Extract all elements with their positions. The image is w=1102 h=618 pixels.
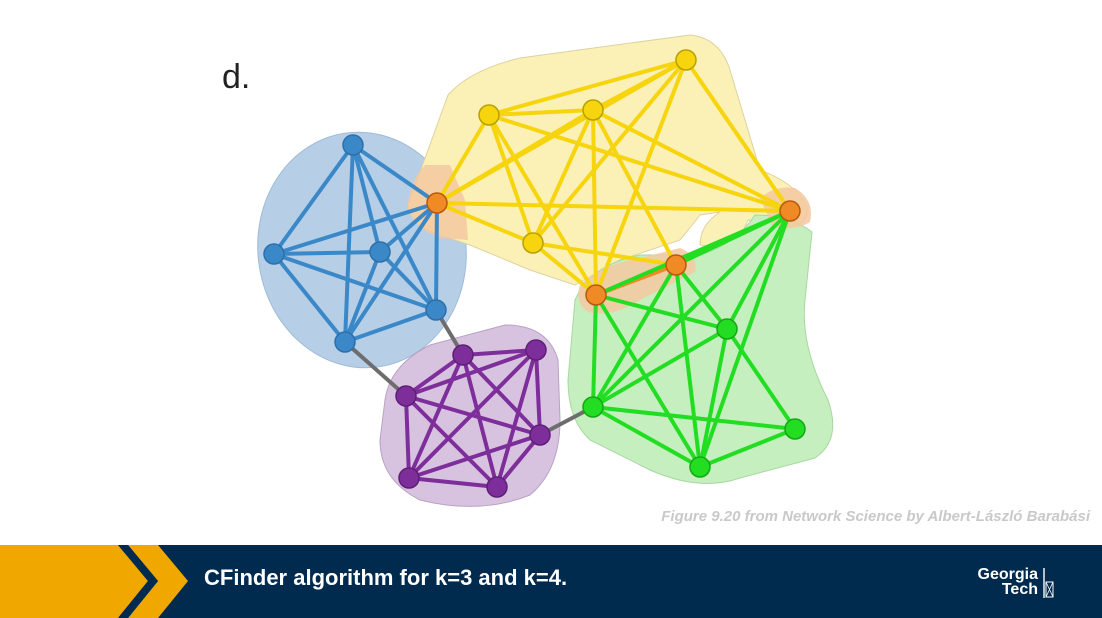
yellow-edge bbox=[531, 241, 678, 267]
purple-edge bbox=[404, 353, 465, 398]
blue-edge bbox=[343, 143, 355, 344]
blue-edge bbox=[272, 143, 355, 256]
purple-edge bbox=[407, 476, 499, 489]
logo-line-1: Georgia bbox=[977, 566, 1038, 583]
purple-node bbox=[398, 467, 420, 489]
green-edge bbox=[674, 263, 702, 469]
blue-node bbox=[369, 241, 391, 263]
blue-edge bbox=[351, 143, 382, 254]
yellow-node bbox=[522, 232, 544, 254]
green-edge bbox=[698, 209, 792, 469]
yellow-edge bbox=[487, 108, 595, 117]
green-node bbox=[716, 318, 738, 340]
blue-edge bbox=[351, 143, 439, 205]
slide-title: CFinder algorithm for k=3 and k=4. bbox=[204, 565, 568, 590]
green-edge bbox=[698, 327, 729, 469]
yellow-node bbox=[478, 104, 500, 126]
green-edge bbox=[591, 327, 729, 409]
green-node bbox=[689, 456, 711, 478]
green-edge bbox=[591, 263, 678, 409]
orange-node bbox=[585, 284, 607, 306]
blue-edge bbox=[351, 143, 438, 312]
green-edge bbox=[594, 293, 729, 331]
figure-credit: Figure 9.20 from Network Science by Albe… bbox=[661, 508, 1090, 525]
green-edge bbox=[594, 293, 702, 469]
blue-edge bbox=[272, 252, 438, 312]
logo-line-2: Tech bbox=[1001, 581, 1038, 598]
network-diagram bbox=[257, 34, 834, 507]
purple-edge bbox=[404, 394, 542, 437]
purple-edge bbox=[407, 353, 465, 480]
purple-edge bbox=[404, 394, 499, 489]
yellow-edge bbox=[435, 113, 491, 205]
yellow-edge bbox=[531, 58, 688, 245]
figure-area: d. Figure 9.20 from Network Science by A… bbox=[222, 34, 1090, 525]
blue-edge bbox=[378, 201, 439, 254]
orange-node bbox=[426, 192, 448, 214]
yellow-edge bbox=[435, 201, 535, 245]
blue-edge bbox=[272, 252, 347, 344]
bridge-edge bbox=[343, 340, 408, 398]
purple-node bbox=[395, 385, 417, 407]
purple-edge bbox=[461, 353, 499, 489]
green-edge bbox=[591, 405, 702, 469]
purple-edge bbox=[534, 348, 542, 437]
purple-edge bbox=[407, 433, 542, 480]
blue-edge bbox=[343, 250, 382, 344]
yellow-edge bbox=[591, 108, 678, 267]
purple-edge bbox=[404, 394, 411, 480]
chevron-icon bbox=[0, 545, 188, 618]
purple-edge bbox=[404, 348, 538, 398]
purple-edge bbox=[495, 433, 542, 489]
blue-edge bbox=[272, 250, 382, 256]
green-edge bbox=[725, 327, 797, 431]
georgia-tech-logo: Georgia Tech bbox=[962, 565, 1062, 601]
community-yellow-hull bbox=[407, 34, 809, 286]
green-edge bbox=[725, 209, 792, 331]
yellow-node bbox=[675, 49, 697, 71]
green-edge bbox=[591, 209, 792, 409]
tower-icon bbox=[1043, 568, 1054, 598]
yellow-edge bbox=[531, 108, 595, 245]
yellow-edge bbox=[435, 201, 792, 213]
green-node bbox=[784, 418, 806, 440]
yellow-edge bbox=[684, 58, 792, 213]
purple-edge bbox=[461, 353, 542, 437]
blue-edge bbox=[434, 201, 439, 312]
yellow-edge bbox=[591, 58, 688, 112]
orange-node bbox=[665, 254, 687, 276]
yellow-edge bbox=[487, 113, 535, 245]
blue-node bbox=[263, 243, 285, 265]
yellow-edge bbox=[487, 113, 598, 297]
yellow-node bbox=[582, 99, 604, 121]
blue-node bbox=[425, 299, 447, 321]
yellow-edge bbox=[487, 58, 688, 117]
green-node bbox=[582, 396, 604, 418]
green-edge bbox=[591, 293, 598, 409]
yellow-edge bbox=[591, 108, 598, 297]
purple-edge bbox=[461, 348, 538, 357]
blue-edge bbox=[343, 308, 438, 344]
blue-edge bbox=[272, 201, 439, 256]
purple-node bbox=[486, 476, 508, 498]
footer-bar: CFinder algorithm for k=3 and k=4. Georg… bbox=[0, 545, 1102, 618]
green-edge bbox=[594, 209, 792, 297]
panel-label: d. bbox=[222, 58, 251, 96]
purple-edge bbox=[495, 348, 538, 489]
orange-node bbox=[779, 200, 801, 222]
blue-edge bbox=[343, 201, 439, 344]
blue-node bbox=[342, 134, 364, 156]
blue-node bbox=[334, 331, 356, 353]
blue-edge bbox=[378, 250, 438, 312]
green-edge bbox=[698, 427, 797, 469]
purple-node bbox=[529, 424, 551, 446]
green-edge bbox=[674, 263, 729, 331]
yellow-edge bbox=[531, 241, 598, 297]
yellow-edge bbox=[591, 108, 792, 213]
purple-node bbox=[452, 344, 474, 366]
yellow-edge bbox=[487, 113, 792, 213]
green-edge bbox=[591, 405, 797, 431]
purple-node bbox=[525, 339, 547, 361]
